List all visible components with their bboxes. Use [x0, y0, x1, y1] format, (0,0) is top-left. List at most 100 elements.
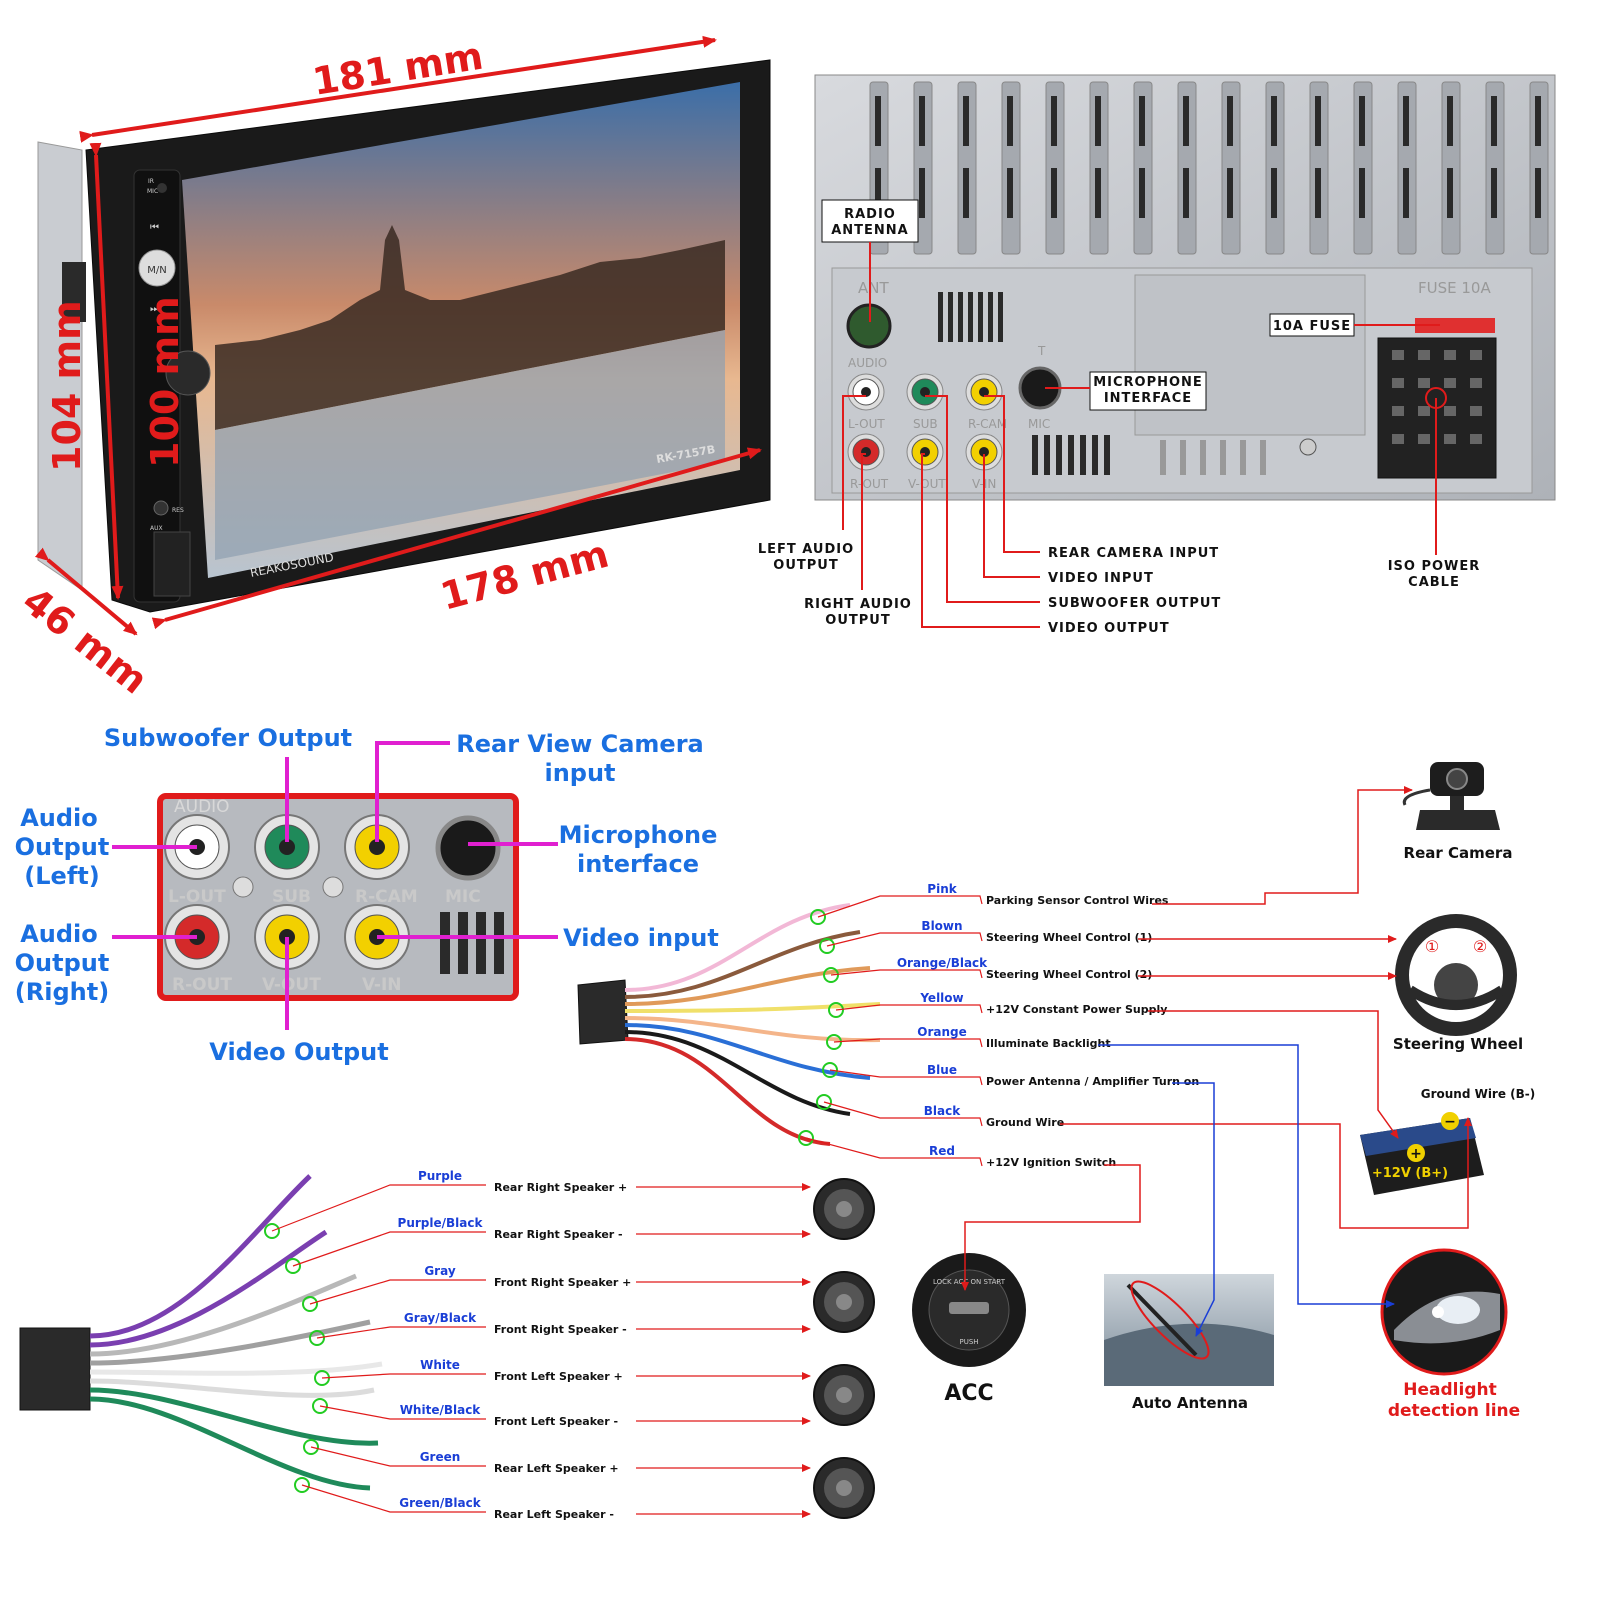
vent-hole — [1491, 168, 1497, 218]
wire-marker — [294, 1477, 310, 1493]
ir-sensor — [157, 183, 167, 193]
jp-screw-1 — [232, 876, 254, 898]
jp-lbl-audio-right-3: (Right) — [15, 978, 109, 1006]
wheel-num-2: ② — [1473, 937, 1487, 956]
vent-hole — [1183, 96, 1189, 146]
power-wire-function: Steering Wheel Control (2) — [986, 968, 1152, 981]
rca-rcam-pin — [979, 387, 989, 397]
power-wire-function: Parking Sensor Control Wires — [986, 894, 1169, 907]
speaker-leader — [292, 1231, 486, 1267]
jp-grille — [440, 912, 504, 974]
lbl-acc: ACC — [944, 1381, 993, 1406]
iso-pin — [1444, 350, 1456, 360]
speaker-wire-color: Green — [420, 1450, 461, 1464]
iso-target — [1425, 387, 1447, 409]
power-wire — [624, 1002, 881, 1013]
mn-button[interactable] — [138, 249, 176, 287]
iso-pin — [1392, 350, 1404, 360]
wire-marker — [819, 938, 835, 954]
next-icon[interactable]: ⏭ — [150, 304, 159, 315]
power-connector — [577, 979, 629, 1045]
rca-lout-pin — [861, 387, 871, 397]
power-wire — [624, 1037, 831, 1146]
iso-pin — [1392, 378, 1404, 388]
grille-bar — [948, 292, 953, 342]
audio-silk: AUDIO — [848, 356, 887, 370]
jp-lbl-rear-view-1: Rear View Camera — [456, 730, 703, 758]
speaker-icon — [813, 1271, 875, 1333]
speaker-wire-function: Front Right Speaker + — [494, 1276, 631, 1289]
prev-icon[interactable]: ⏮ — [150, 222, 159, 233]
power-wire — [624, 1023, 871, 1080]
speaker-leader — [321, 1373, 486, 1379]
vent-hole — [1403, 96, 1409, 146]
iso-pin — [1470, 434, 1482, 444]
power-leader — [830, 969, 983, 979]
wire-marker — [823, 967, 839, 983]
back-panel: ANT AUDIO T MIC L-OUT SUB R-CAM R-OUT V-… — [758, 74, 1556, 636]
grille-bar — [1104, 435, 1110, 475]
rca-vin-pin — [979, 447, 989, 457]
vent-hole — [1051, 168, 1057, 218]
speaker-wire-function: Rear Left Speaker - — [494, 1508, 614, 1521]
speaker-wire — [89, 1229, 328, 1348]
res-label: RES — [172, 507, 184, 514]
mic-label: MIC — [147, 188, 158, 195]
power-wire-function: Power Antenna / Amplifier Turn on — [986, 1075, 1199, 1088]
svg-text:+: + — [1410, 1146, 1422, 1162]
vent-hole — [1007, 168, 1013, 218]
speaker-wire-function: Front Left Speaker + — [494, 1370, 623, 1383]
screw — [1299, 438, 1317, 456]
speaker-wire-function: Front Right Speaker - — [494, 1323, 627, 1336]
speaker-wire — [89, 1378, 375, 1398]
rout-silk: R-OUT — [850, 477, 889, 491]
vent-hole — [1227, 168, 1233, 218]
jack-panel-frame — [157, 793, 519, 1001]
grille-bar — [1056, 435, 1062, 475]
lbl-battery-plus: +12V (B+) — [1372, 1166, 1448, 1181]
lbl-right-audio-2: OUTPUT — [825, 613, 890, 628]
leader-left-audio — [842, 395, 866, 530]
grille-bar — [1200, 440, 1206, 475]
speaker-wire-function: Rear Right Speaker - — [494, 1228, 623, 1241]
wire-marker — [264, 1223, 280, 1239]
volume-knob[interactable] — [165, 350, 211, 396]
callout-mic-l1: MICROPHONE — [1093, 375, 1203, 390]
iso-pin — [1418, 378, 1430, 388]
dim-arrow-top — [79, 35, 717, 143]
speaker-wire-color: Purple — [418, 1169, 462, 1183]
vent-hole — [1095, 168, 1101, 218]
jp-rout-silk: R-OUT — [172, 975, 232, 995]
lbl-left-audio-2: OUTPUT — [773, 558, 838, 573]
jp-lbl-mic-2: interface — [577, 850, 699, 878]
dim-top-label: 181 mm — [310, 34, 487, 104]
speaker-leader — [309, 1279, 486, 1305]
leader-video-input — [983, 454, 1040, 578]
grille-bar — [998, 292, 1003, 342]
conn-headlight — [1098, 1044, 1395, 1308]
iso-pin — [1470, 378, 1482, 388]
acc-ring-text: LOCK ACC ON START — [933, 1278, 1006, 1286]
vent-hole — [1491, 96, 1497, 146]
conn-rear-camera — [1152, 786, 1413, 905]
vout-silk: V-OUT — [908, 477, 946, 491]
speaker-icon — [813, 1364, 875, 1426]
auto-antenna-image — [1104, 1274, 1274, 1386]
jp-rca-sub-pin — [279, 839, 295, 855]
usb-slot[interactable] — [153, 531, 191, 597]
grille-bar — [1220, 440, 1226, 475]
lbl-video-output: VIDEO OUTPUT — [1048, 621, 1170, 636]
conn-ground — [1060, 1117, 1472, 1229]
callout-radio-antenna-l2: ANTENNA — [831, 223, 909, 238]
aux-jack[interactable] — [153, 500, 169, 516]
lbl-left-audio-1: LEFT AUDIO — [758, 542, 854, 557]
callout-radio-antenna-l1: RADIO — [844, 207, 896, 222]
lbl-rear-camera-device: Rear Camera — [1404, 844, 1513, 862]
jp-lbl-subwoofer: Subwoofer Output — [104, 724, 352, 752]
vent-hole — [875, 96, 881, 146]
power-wire-color: Orange/Black — [897, 956, 988, 970]
jp-lbl-video-output: Video Output — [209, 1038, 388, 1066]
wire-marker — [798, 1130, 814, 1146]
power-wire — [624, 903, 851, 992]
jp-mic-silk: MIC — [445, 887, 481, 907]
